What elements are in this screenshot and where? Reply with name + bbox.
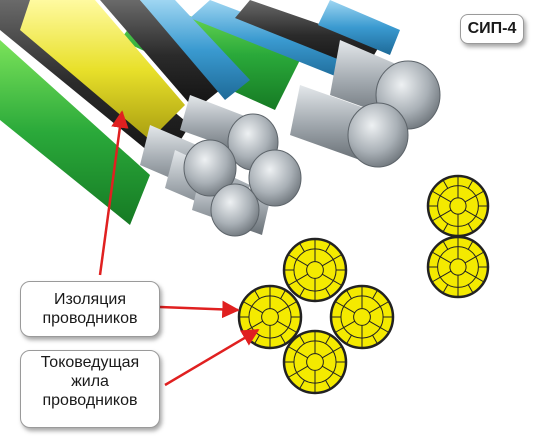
core-top <box>282 237 348 303</box>
arrow-insulation-to-cable <box>98 110 129 276</box>
cable-type-badge: СИП-4 <box>460 14 524 44</box>
callout-insulation-line1: Изоляция <box>54 291 126 308</box>
core-right <box>329 284 395 350</box>
callout-insulation: Изоляция проводников <box>20 281 160 337</box>
cross-section-4-core <box>237 237 395 395</box>
callout-insulation-line2: проводников <box>42 310 138 327</box>
callout-conductor-line2: жила <box>71 373 109 390</box>
callout-conductor-line3: проводников <box>42 392 138 409</box>
cable-back-pair <box>120 0 441 168</box>
badge-text: СИП-4 <box>467 20 517 37</box>
cross-section-2-core <box>426 174 490 299</box>
core-lower <box>426 235 490 299</box>
core-left <box>237 284 303 350</box>
callout-arrows <box>98 110 260 387</box>
core-upper <box>426 174 490 238</box>
callout-conductor: Токоведущая жила проводников <box>20 350 160 428</box>
arrow-insulation-to-section <box>159 300 240 319</box>
core-bottom <box>282 329 348 395</box>
callout-conductor-line1: Токоведущая <box>40 354 140 371</box>
arrow-conductor-to-section <box>164 328 260 387</box>
